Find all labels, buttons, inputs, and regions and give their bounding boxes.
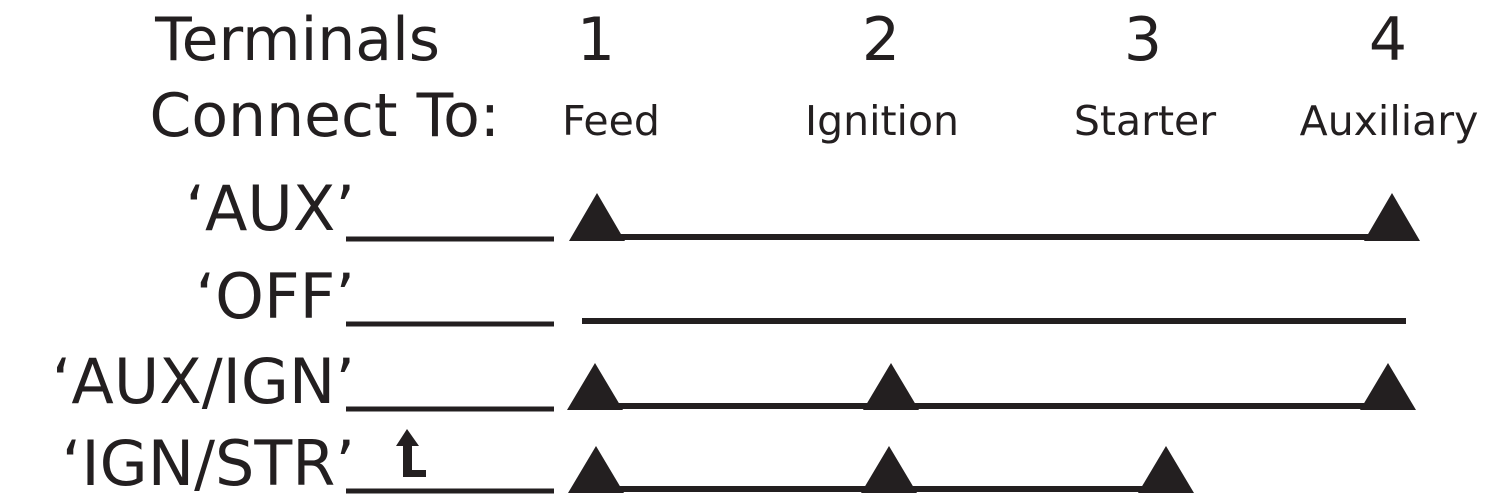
contact-triangle-aux-ign-t2	[863, 363, 919, 410]
contact-triangle-aux-t1	[569, 193, 625, 241]
terminal-name-starter: Starter	[1074, 97, 1216, 145]
up-arrow-icon	[396, 429, 426, 477]
contact-triangle-aux-t4	[1364, 193, 1420, 241]
position-label-ign-str: ‘IGN/STR’	[62, 427, 355, 497]
terminal-name-auxiliary: Auxiliary	[1300, 97, 1479, 145]
contact-triangle-aux-ign-t1	[567, 363, 623, 410]
contact-triangle-aux-ign-t4	[1360, 363, 1416, 410]
position-label-aux-ign: ‘AUX/IGN’	[52, 345, 355, 418]
terminal-number-4: 4	[1369, 5, 1407, 75]
terminal-number-3: 3	[1124, 5, 1162, 75]
terminal-name-ignition: Ignition	[805, 97, 959, 145]
terminal-name-feed: Feed	[562, 97, 660, 145]
terminal-number-1: 1	[577, 5, 615, 75]
terminals-heading: Terminals	[154, 5, 440, 75]
contact-triangle-ign-str-t2	[861, 446, 917, 493]
position-label-off: ‘OFF’	[195, 260, 355, 333]
position-label-aux: ‘AUX’	[185, 172, 355, 245]
terminal-number-2: 2	[862, 5, 900, 75]
contact-triangle-ign-str-t3	[1138, 446, 1194, 493]
contact-triangle-ign-str-t1	[568, 446, 624, 493]
connect-to-heading: Connect To:	[149, 81, 500, 151]
